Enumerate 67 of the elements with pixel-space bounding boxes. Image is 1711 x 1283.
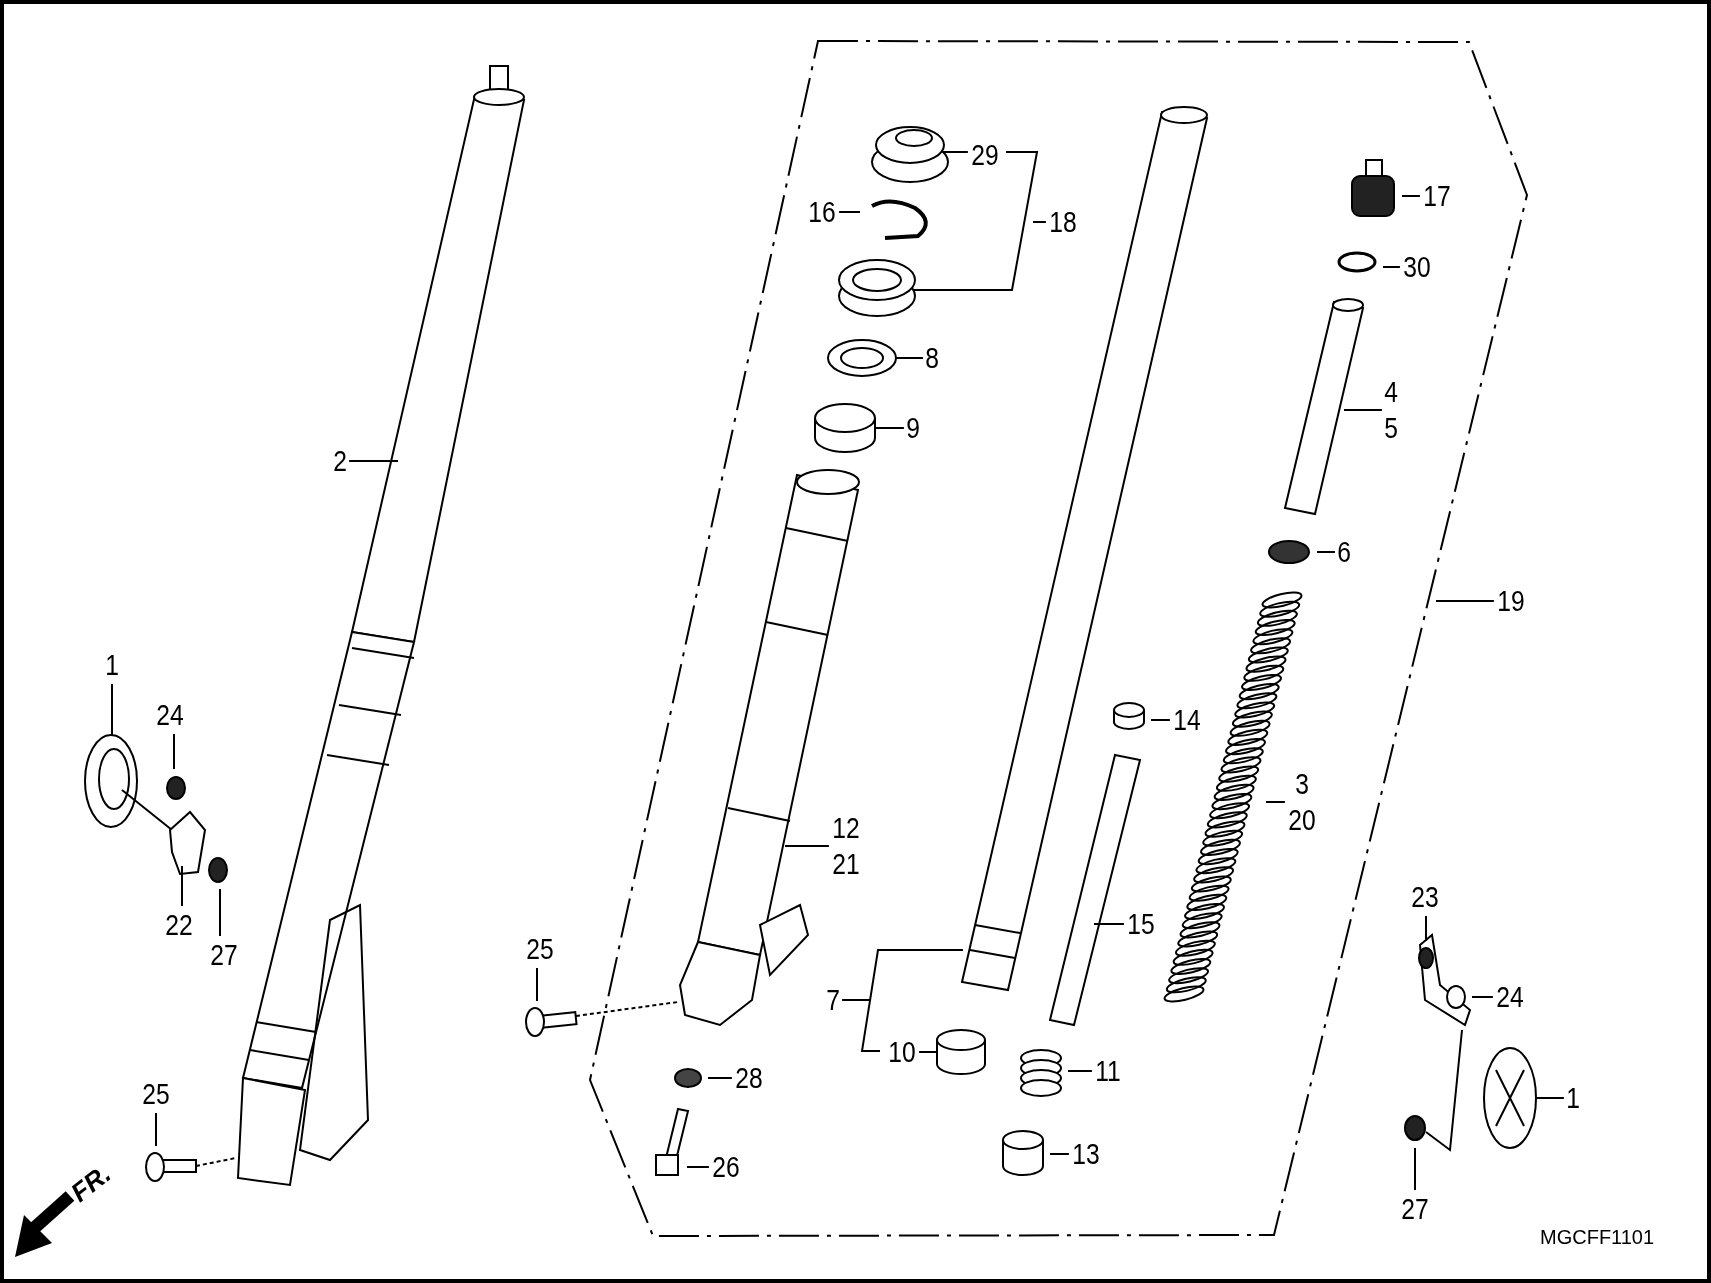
callout-number: 28 xyxy=(735,1061,763,1096)
leader-line xyxy=(1265,801,1286,803)
callout-number: 20 xyxy=(1288,803,1316,838)
callout-number: 8 xyxy=(925,341,939,376)
callout-number: 24 xyxy=(156,698,184,733)
callout-number: 14 xyxy=(1173,703,1201,738)
callout-number: 26 xyxy=(712,1150,740,1185)
callout-number: 4 xyxy=(1384,375,1398,410)
leader-line xyxy=(181,865,183,907)
leader-line xyxy=(1401,195,1421,197)
callout-number: 12 xyxy=(832,811,860,846)
direction-label: FR. xyxy=(64,1158,117,1209)
callout-number: 17 xyxy=(1423,179,1451,214)
callout-number: 25 xyxy=(142,1077,170,1112)
leader-line xyxy=(348,460,399,462)
leader-line xyxy=(1067,1070,1093,1072)
leader-line xyxy=(1435,600,1495,602)
leader-line xyxy=(1316,551,1336,553)
callout-number: 24 xyxy=(1496,980,1524,1015)
leader-line xyxy=(111,683,113,736)
callout-number: 22 xyxy=(165,908,193,943)
leader-line xyxy=(536,967,538,1002)
callout-number: 27 xyxy=(1401,1192,1429,1227)
drawing-code: MGCFF1101 xyxy=(1540,1226,1655,1249)
callout-number: 30 xyxy=(1403,250,1431,285)
leader-line xyxy=(1414,1147,1416,1191)
leader-line xyxy=(173,733,175,770)
leader-line xyxy=(1471,996,1494,998)
callout-number: 1 xyxy=(105,648,119,683)
callout-number: 10 xyxy=(888,1035,916,1070)
callout-number: 13 xyxy=(1072,1137,1100,1172)
leader-line xyxy=(686,1166,710,1168)
leader-line xyxy=(838,211,861,213)
leader-line xyxy=(895,357,924,359)
callout-number: 29 xyxy=(971,138,999,173)
callout-number: 21 xyxy=(832,847,860,882)
leader-line xyxy=(1093,923,1125,925)
callout-number: 1 xyxy=(1566,1081,1580,1116)
callout-number: 5 xyxy=(1384,411,1398,446)
leader-line xyxy=(707,1077,733,1079)
callout-number: 19 xyxy=(1497,584,1525,619)
callout-number: 25 xyxy=(526,932,554,967)
callout-number: 15 xyxy=(1127,907,1155,942)
leader-line xyxy=(942,151,969,153)
leader-line xyxy=(1425,915,1427,942)
callout-number: 6 xyxy=(1337,535,1351,570)
leader-line xyxy=(875,427,905,429)
leader-line xyxy=(155,1112,157,1147)
leader-line xyxy=(1150,719,1171,721)
callout-number: 11 xyxy=(1095,1054,1121,1089)
callout-number: 23 xyxy=(1411,880,1439,915)
leader-line xyxy=(219,888,221,937)
callout-number: 7 xyxy=(826,983,840,1018)
leader-line xyxy=(1049,1153,1070,1155)
leader-line xyxy=(841,949,964,1052)
leader-line xyxy=(784,845,830,847)
leader-line xyxy=(1536,1097,1565,1099)
callout-number: 3 xyxy=(1294,767,1310,802)
leader-line xyxy=(1343,409,1383,411)
callout-number: 18 xyxy=(1049,205,1077,240)
leader-line xyxy=(913,151,1047,291)
leader-line xyxy=(918,1051,938,1053)
callout-number: 27 xyxy=(210,938,238,973)
leader-line xyxy=(1382,266,1401,268)
callout-number: 2 xyxy=(333,444,347,479)
callout-number: 9 xyxy=(906,411,920,446)
callout-number: 16 xyxy=(808,195,836,230)
